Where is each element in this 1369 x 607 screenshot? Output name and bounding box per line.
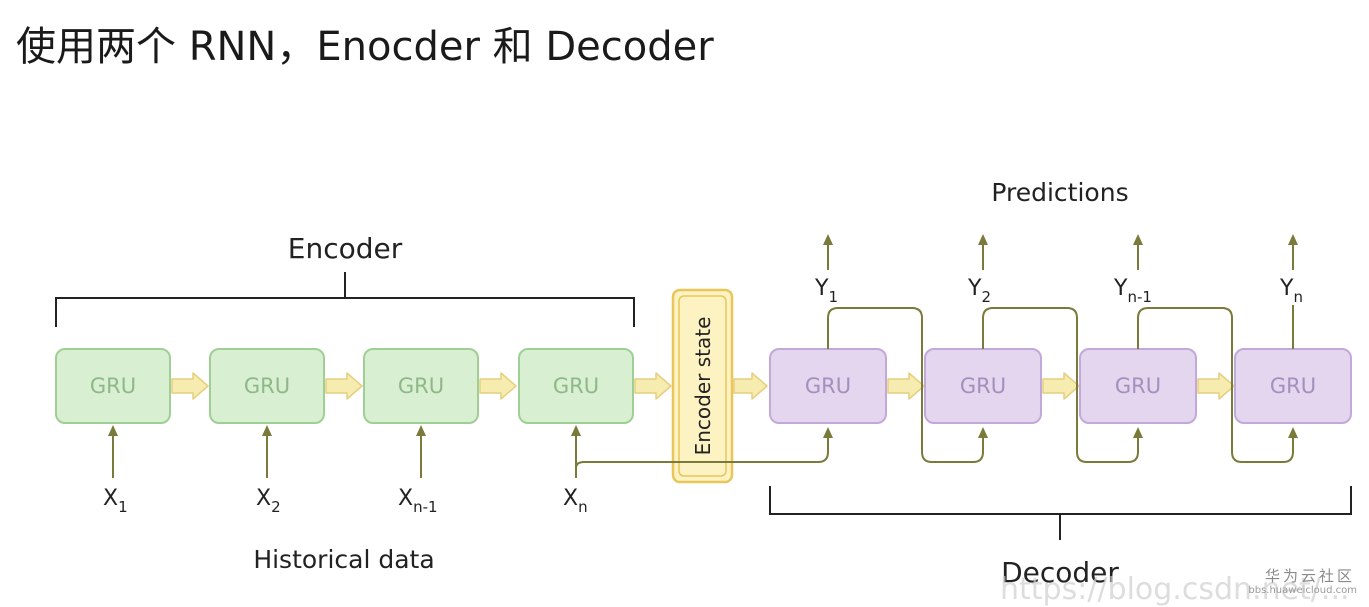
decoder-cell-1: GRU — [769, 348, 887, 424]
flow-arrow — [887, 372, 925, 400]
decoder-cell-label: GRU — [960, 374, 1006, 398]
input-label-x2: X2 — [256, 486, 281, 516]
output-sub: n-1 — [1127, 288, 1151, 306]
encoder-bracket — [55, 272, 635, 327]
encoder-cell-1: GRU — [55, 348, 171, 424]
input-base: X — [398, 486, 413, 511]
feedback-loop-1 — [827, 307, 988, 463]
decoder-cell-label: GRU — [1270, 374, 1316, 398]
flow-arrow — [1197, 372, 1235, 400]
flow-arrow — [1042, 372, 1080, 400]
flow-arrows — [171, 372, 1235, 400]
decoder-label: Decoder — [1001, 556, 1119, 589]
huaweicloud-watermark-brand: 华为云社区 — [1264, 567, 1355, 585]
input-base: X — [256, 486, 271, 511]
input-sub: 1 — [118, 498, 128, 516]
page-title: 使用两个 RNN，Enocder 和 Decoder — [16, 24, 714, 70]
output-base: Y — [814, 276, 829, 301]
encoder-cell-4: GRU — [518, 348, 634, 424]
encoder-cell-label: GRU — [90, 374, 136, 398]
historical-data-label: Historical data — [253, 545, 434, 574]
flow-arrow — [733, 372, 768, 400]
input-sub: n — [578, 498, 588, 516]
output-label-yn-1: Yn-1 — [1113, 276, 1152, 306]
input-label-xn: Xn — [563, 486, 588, 516]
input-label-x1: X1 — [103, 486, 128, 516]
csdn-watermark: https://blog.csdn.net/... — [1000, 572, 1350, 607]
encoder-cell-label: GRU — [244, 374, 290, 398]
input-base: X — [103, 486, 118, 511]
predictions-label: Predictions — [991, 178, 1128, 207]
encoder-cell-2: GRU — [209, 348, 325, 424]
output-label-y2: Y2 — [967, 276, 991, 306]
flow-arrow — [479, 372, 517, 400]
decoder-cell-label: GRU — [1115, 374, 1161, 398]
encoder-state-label: Encoder state — [691, 317, 715, 456]
output-base: Y — [1279, 276, 1294, 301]
output-sub: 1 — [828, 288, 838, 306]
output-base: Y — [1113, 276, 1128, 301]
encoder-input-arrows — [108, 425, 833, 478]
input-label-xn-1: Xn-1 — [398, 486, 438, 516]
input-base: X — [563, 486, 578, 511]
flow-arrow — [634, 372, 672, 400]
encoder-label: Encoder — [288, 232, 403, 265]
decoder-bracket — [769, 486, 1352, 540]
feedback-loop-3 — [1137, 307, 1298, 463]
encoder-cell-label: GRU — [398, 374, 444, 398]
input-sub: n-1 — [413, 498, 437, 516]
decoder-output-labels: Y1 Y2 Yn-1 Yn — [814, 276, 1303, 306]
output-sub: n — [1293, 288, 1303, 306]
decoder-cell-2: GRU — [924, 348, 1042, 424]
flow-arrow — [171, 372, 209, 400]
output-label-yn: Yn — [1279, 276, 1303, 306]
output-sub: 2 — [981, 288, 991, 306]
decoder-cell-4: GRU — [1234, 348, 1352, 424]
encoder-cell-3: GRU — [363, 348, 479, 424]
decoder-cell-label: GRU — [805, 374, 851, 398]
input-sub: 2 — [271, 498, 281, 516]
decoder-cell-3: GRU — [1079, 348, 1197, 424]
flow-arrow — [325, 372, 363, 400]
encoder-input-labels: X1 X2 Xn-1 Xn — [103, 486, 588, 516]
encoder-state-box: Encoder state — [671, 288, 734, 484]
encoder-cell-label: GRU — [553, 374, 599, 398]
feedback-loop-2 — [982, 307, 1143, 463]
output-base: Y — [967, 276, 982, 301]
decoder-feedback-loops — [827, 307, 1298, 463]
output-label-y1: Y1 — [814, 276, 838, 306]
xn-to-decoder-arrow — [575, 427, 833, 469]
huaweicloud-watermark-site: bbs.huaweicloud.com — [1248, 585, 1357, 596]
decoder-output-arrows — [823, 234, 1298, 349]
